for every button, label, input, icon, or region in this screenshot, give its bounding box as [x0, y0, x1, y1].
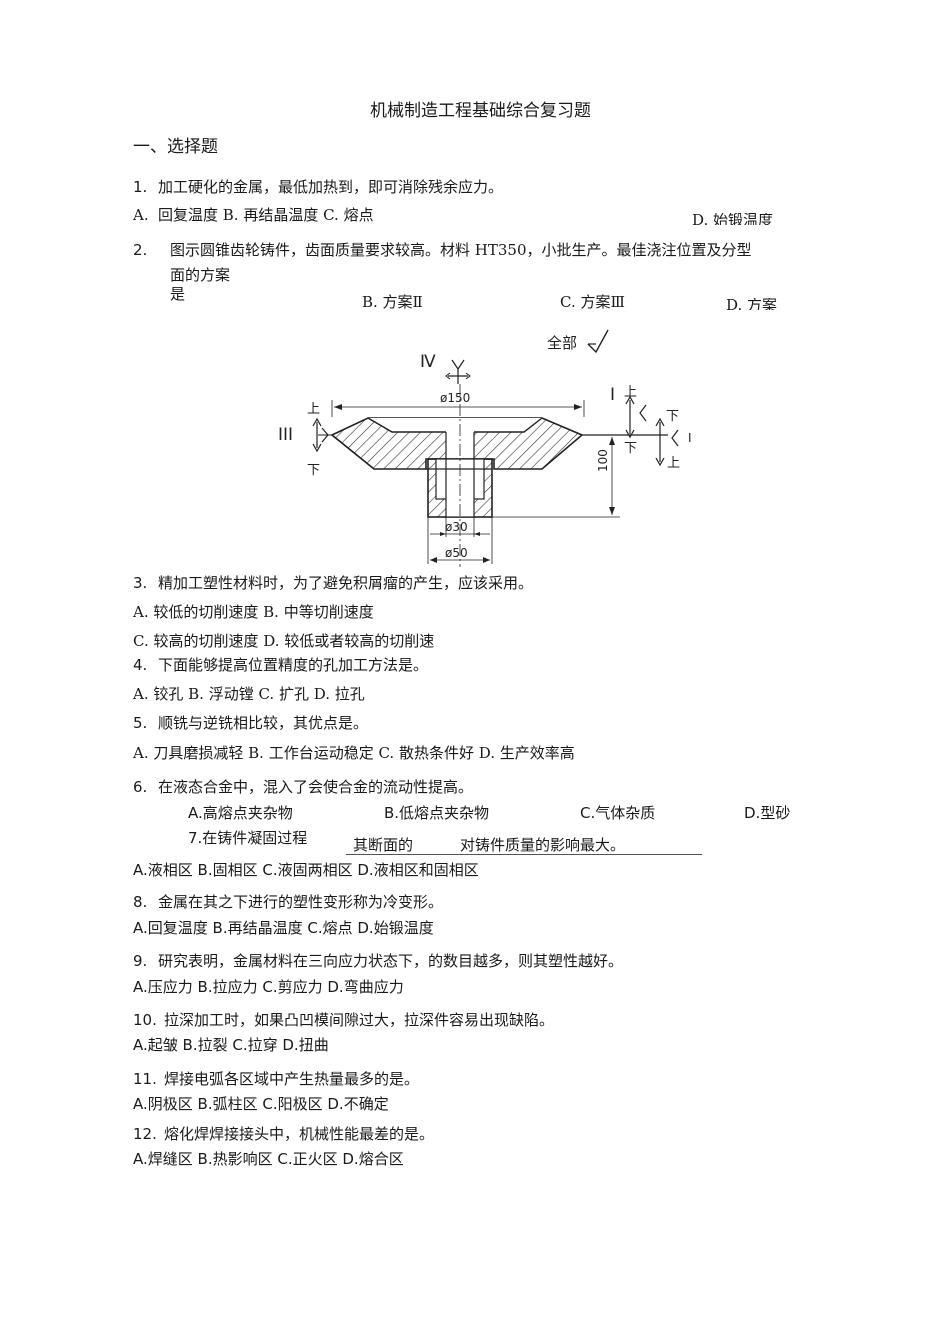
q2-number: 2.	[133, 241, 148, 259]
label-shang-far-right: 上	[667, 456, 680, 471]
label-xia-far-right: 下	[666, 409, 679, 424]
q2-option-c: C. 方案Ⅲ	[560, 293, 625, 311]
q8-text: 金属在其之下进行的塑性变形称为冷变形。	[158, 893, 444, 911]
bevel-gear-drawing: 全部 Ⅳ ø150 100 ø30 ø50 III 上 下	[278, 329, 692, 567]
q6-option-d: D.型砂	[744, 804, 791, 822]
q1-options: 回复温度 B. 再结晶温度 C. 熔点	[158, 206, 374, 224]
q1-option-d: D. 始锻温度	[692, 213, 774, 225]
parting-mark-iv-icon	[451, 359, 465, 371]
q12-options: A.焊缝区 B.热影响区 C.正火区 D.熔合区	[133, 1150, 404, 1168]
q12-text: 熔化焊焊接接头中，机械性能最差的是。	[164, 1125, 435, 1143]
roughness-check-icon	[587, 329, 609, 354]
q7-text-part2: 其断面的	[353, 836, 414, 854]
q12-number: 12.	[133, 1125, 157, 1143]
q7-text-part3: 对铸件质量的影响最大。	[460, 836, 626, 854]
q5-options: A. 刀具磨损减轻 B. 工作台运动稳定 C. 散热条件好 D. 生产效率高	[133, 744, 575, 762]
q5-text: 顺铣与逆铣相比较，其优点是。	[158, 714, 369, 732]
dim-100: 100	[596, 449, 610, 472]
q6-number: 6.	[133, 778, 148, 796]
q11-text: 焊接电弧各区域中产生热量最多的是。	[164, 1070, 420, 1088]
page-title: 机械制造工程基础综合复习题	[370, 101, 591, 121]
label-xia-right: 下	[624, 441, 637, 456]
dim-d30: ø30	[445, 520, 468, 534]
q2-text-line1: 图示圆锥齿轮铸件，齿面质量要求较高。材料 HT350，小批生产。最佳浇注位置及分…	[170, 241, 752, 259]
q5-number: 5.	[133, 714, 148, 732]
q10-options: A.起皱 B.拉裂 C.拉穿 D.扭曲	[133, 1036, 329, 1054]
q9-number: 9.	[133, 952, 148, 970]
label-i: I	[610, 385, 615, 405]
q8-options: A.回复温度 B.再结晶温度 C.熔点 D.始锻温度	[133, 919, 434, 937]
q4-number: 4.	[133, 656, 148, 674]
label-iii: III	[278, 425, 293, 445]
q7-options: A.液相区 B.固相区 C.液固两相区 D.液相区和固相区	[133, 861, 479, 879]
q3-text: 精加工塑性材料时，为了避免积屑瘤的产生，应该采用。	[158, 574, 534, 592]
section-heading: 一、选择题	[133, 137, 218, 157]
q9-text: 研究表明，金属材料在三向应力状态下，的数目越多，则其塑性越好。	[158, 952, 624, 970]
q9-options: A.压应力 B.拉应力 C.剪应力 D.弯曲应力	[133, 978, 404, 996]
label-shang-left: 上	[307, 402, 320, 417]
dim-d50: ø50	[445, 546, 468, 560]
label-iv: Ⅳ	[420, 352, 436, 372]
q3-number: 3.	[133, 574, 148, 592]
label-xia-left: 下	[307, 463, 320, 478]
q2-text-line3: 是	[170, 285, 186, 303]
q1-option-a-label: A.	[133, 206, 149, 224]
label-i-far-right: I	[688, 431, 692, 445]
parting-arrow-iii-icon	[312, 417, 322, 453]
q4-text: 下面能够提高位置精度的孔加工方法是。	[158, 656, 429, 674]
q10-number: 10.	[133, 1011, 157, 1029]
q1-text: 加工硬化的金属，最低加热到，即可消除残余应力。	[158, 178, 504, 196]
label-shang-right: 上	[624, 385, 637, 400]
q2-option-b: B. 方案Ⅱ	[362, 293, 423, 311]
q4-options: A. 铰孔 B. 浮动镗 C. 扩孔 D. 拉孔	[133, 685, 365, 703]
q6-text: 在液态合金中，混入了会使合金的流动性提高。	[158, 778, 474, 796]
q11-number: 11.	[133, 1070, 157, 1088]
q8-number: 8.	[133, 893, 148, 911]
parting-arrow-i-icon	[625, 395, 635, 439]
q11-options: A.阴极区 B.弧柱区 C.阳极区 D.不确定	[133, 1095, 389, 1113]
q3-options-line2: C. 较高的切削速度 D. 较低或者较高的切削速	[133, 632, 435, 650]
q10-text: 拉深加工时，如果凸凹模间隙过大，拉深件容易出现缺陷。	[164, 1011, 555, 1029]
dim-d150: ø150	[440, 391, 470, 405]
roughness-label: 全部	[547, 334, 577, 352]
q6-option-b: B.低熔点夹杂物	[384, 804, 490, 822]
q3-options-line1: A. 较低的切削速度 B. 中等切削速度	[133, 603, 374, 621]
q1-number: 1.	[133, 178, 148, 196]
q6-option-c: C.气体杂质	[580, 804, 656, 822]
q7-underline	[346, 854, 702, 855]
q2-text-line2: 面的方案	[170, 266, 231, 284]
q6-option-a: A.高熔点夹杂物	[188, 804, 293, 822]
q2-option-d: D. 方案	[726, 298, 778, 310]
q7-text-part1: 7.在铸件凝固过程	[188, 829, 308, 847]
